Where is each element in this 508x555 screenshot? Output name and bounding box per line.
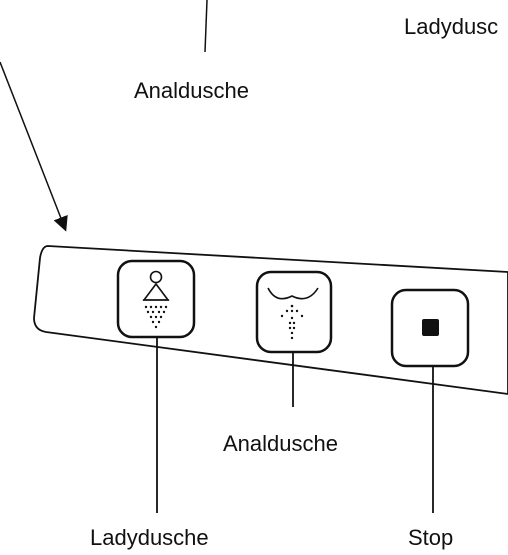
label-ladydusche: Ladydusche: [90, 525, 209, 550]
stop-square-icon: [422, 319, 439, 336]
label-analdusche-top: Analdusche: [134, 78, 249, 103]
anal-shower-icon: [267, 287, 319, 340]
lady-shower-icon: [142, 270, 170, 329]
stop-button[interactable]: [390, 288, 470, 368]
pointer-arrow: [0, 61, 68, 232]
analdusche-button[interactable]: [255, 270, 333, 354]
leader-line-analdusche-top: [204, 0, 208, 53]
label-stop: Stop: [408, 525, 454, 550]
label-ladydusche-top: Ladydusc: [404, 14, 499, 39]
label-analdusche: Analdusche: [223, 431, 338, 456]
ladydusche-button[interactable]: [116, 259, 196, 339]
